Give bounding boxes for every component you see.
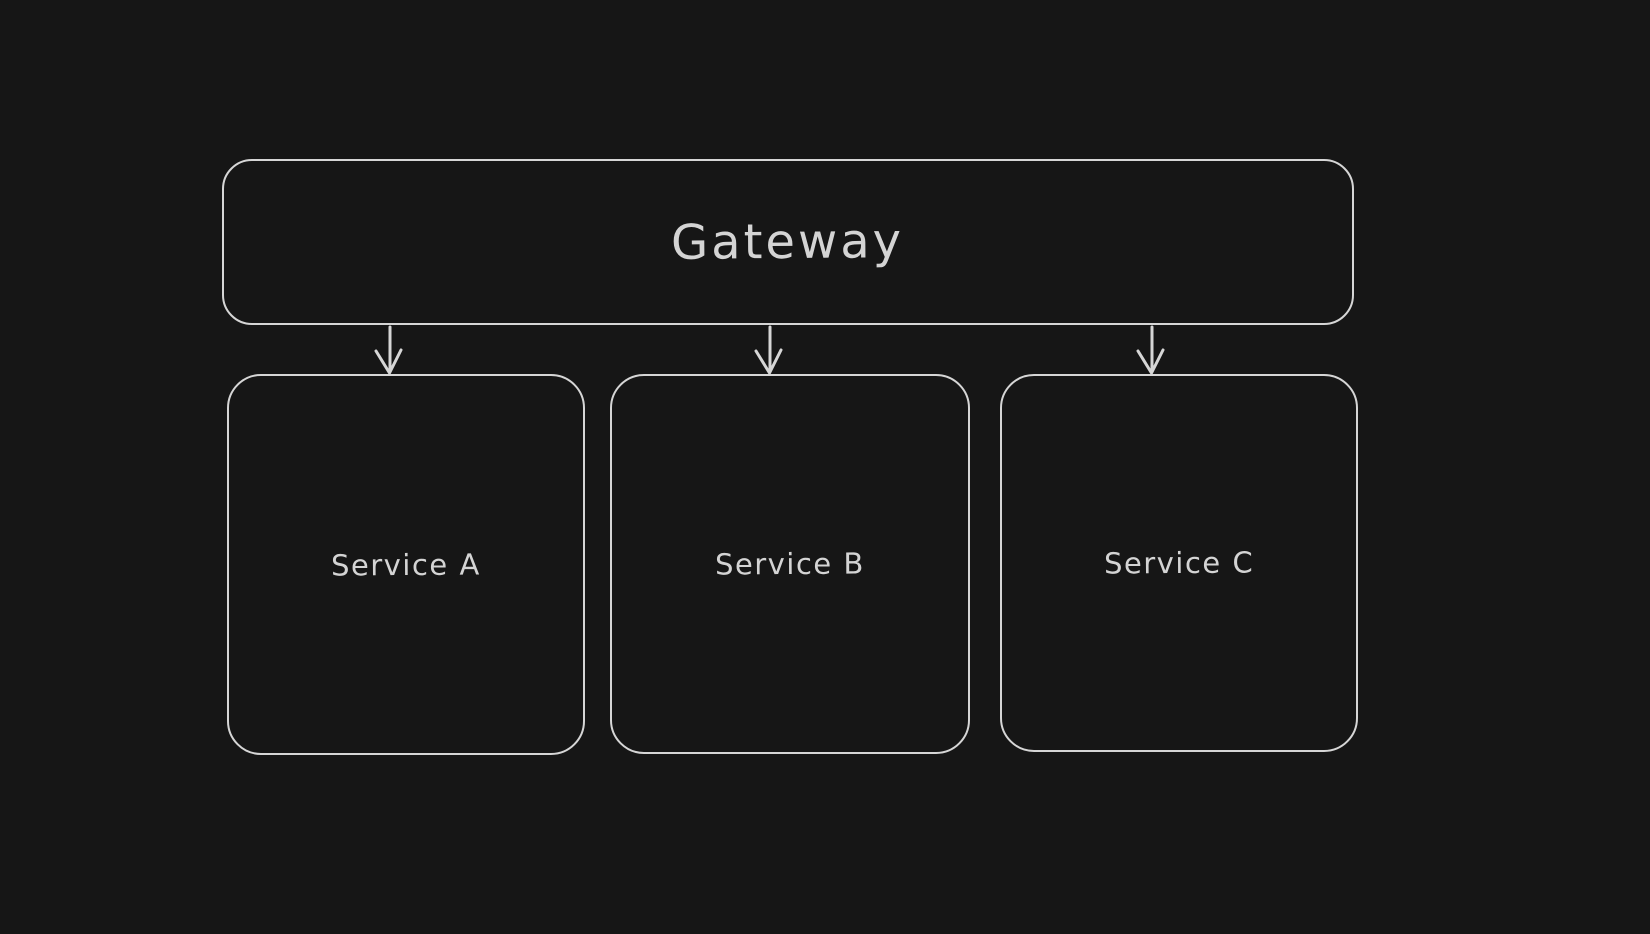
service-c-node[interactable]: Service C xyxy=(1000,374,1358,752)
gateway-label: Gateway xyxy=(671,213,905,271)
arrow-gateway-to-service-c[interactable] xyxy=(1136,325,1165,375)
arrow-gateway-to-service-a[interactable] xyxy=(374,325,403,375)
gateway-node[interactable]: Gateway xyxy=(222,159,1354,325)
service-b-node[interactable]: Service B xyxy=(610,374,970,754)
service-b-label: Service B xyxy=(714,546,866,582)
service-a-node[interactable]: Service A xyxy=(227,374,585,755)
service-a-label: Service A xyxy=(331,546,481,583)
service-c-label: Service C xyxy=(1103,545,1255,581)
arrow-gateway-to-service-b[interactable] xyxy=(754,325,783,375)
